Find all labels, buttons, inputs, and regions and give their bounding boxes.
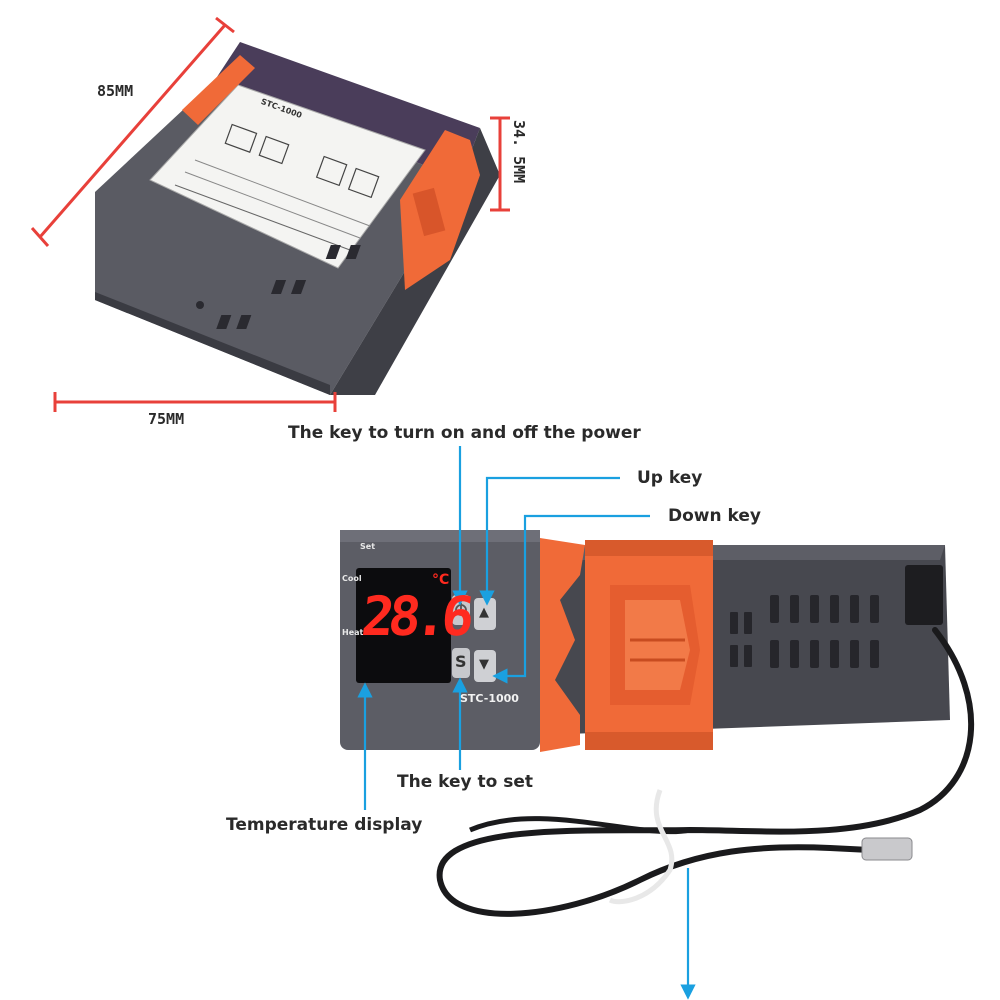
indicator-cool: Cool — [342, 574, 362, 583]
power-key-annotation: The key to turn on and off the power — [288, 423, 641, 443]
dimension-lines — [30, 16, 510, 412]
width-dimension-label: 75MM — [148, 410, 185, 428]
length-dimension-line — [38, 24, 227, 238]
controller-front-view — [340, 530, 950, 752]
up-key[interactable] — [474, 598, 496, 630]
controller-back-view — [95, 42, 500, 395]
temperature-probe — [861, 837, 913, 861]
height-dimension-label: 34. 5MM — [510, 120, 528, 184]
side-vents — [216, 245, 361, 329]
mount-clip-side — [400, 130, 480, 290]
housing-top-face — [215, 42, 480, 180]
indicator-set: Set — [360, 542, 376, 551]
up-key-annotation: Up key — [637, 468, 703, 488]
sensor-cable — [436, 627, 975, 917]
cable-tie — [608, 789, 675, 905]
down-key[interactable] — [474, 650, 496, 682]
body-vents — [730, 595, 879, 668]
set-key-letter: S — [455, 652, 467, 671]
up-arrow-icon: ▲ — [479, 605, 489, 620]
indicator-heat: Heat — [342, 628, 364, 637]
set-key[interactable] — [452, 648, 470, 678]
temperature-display-window — [356, 568, 451, 683]
temperature-unit: °C — [432, 572, 450, 588]
set-key-annotation: The key to set — [397, 772, 534, 792]
temperature-display-value: 28.6 — [358, 585, 472, 648]
down-key-annotation: Down key — [668, 506, 761, 526]
mount-hole — [196, 301, 204, 309]
callout-lines — [357, 446, 696, 1000]
down-arrow-icon: ▼ — [479, 657, 489, 672]
up-key-callout — [479, 476, 620, 606]
temperature-display-annotation: Temperature display — [226, 815, 423, 835]
mount-clip-rear — [182, 55, 255, 125]
wiring-sticker — [149, 84, 426, 269]
cable-connector — [905, 565, 943, 625]
model-label: STC-1000 — [460, 692, 519, 705]
length-dimension-label: 85MM — [97, 82, 134, 100]
mount-clip-front — [540, 538, 713, 752]
down-key-callout — [492, 514, 650, 684]
